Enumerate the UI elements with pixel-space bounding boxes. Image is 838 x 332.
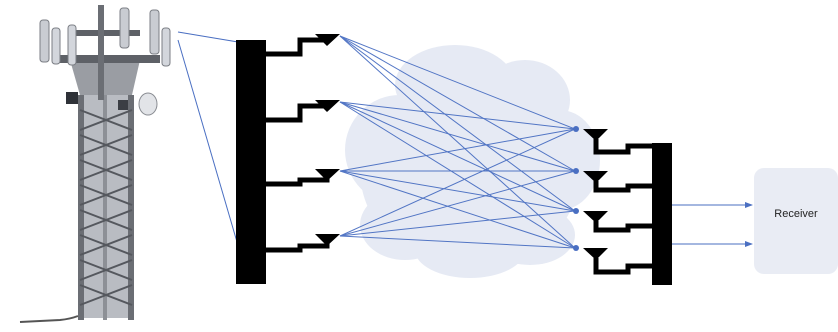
rx-feed-3	[593, 221, 652, 233]
antenna-icon	[583, 129, 608, 141]
rx-node	[573, 126, 579, 132]
receiver-box	[754, 168, 838, 274]
transmit-bus	[236, 40, 266, 284]
rx-node	[573, 245, 579, 251]
antenna-icon	[583, 211, 608, 223]
rx-feed-2	[593, 181, 652, 193]
tx-feed-3	[266, 175, 330, 187]
antenna-icon	[315, 234, 340, 246]
antenna-icon	[583, 248, 608, 260]
antenna-icon	[583, 171, 608, 183]
antenna-icon	[315, 169, 340, 181]
tx-feed-1	[266, 34, 330, 57]
antenna-icon	[315, 100, 340, 112]
antenna-icon	[315, 34, 340, 46]
tx-feed-2	[266, 100, 330, 123]
cell-tower-icon	[19, 5, 171, 323]
receive-bus	[652, 143, 672, 285]
feed-line-top	[177, 31, 239, 43]
feed-line-bottom	[177, 39, 238, 243]
rx-node	[573, 208, 579, 214]
rx-feed-4	[593, 258, 652, 275]
rx-feed-1	[593, 139, 652, 155]
multipath-links	[339, 35, 576, 249]
rx-node	[573, 168, 579, 174]
receiver-label: Receiver	[774, 208, 818, 220]
tx-feed-4	[266, 240, 330, 253]
